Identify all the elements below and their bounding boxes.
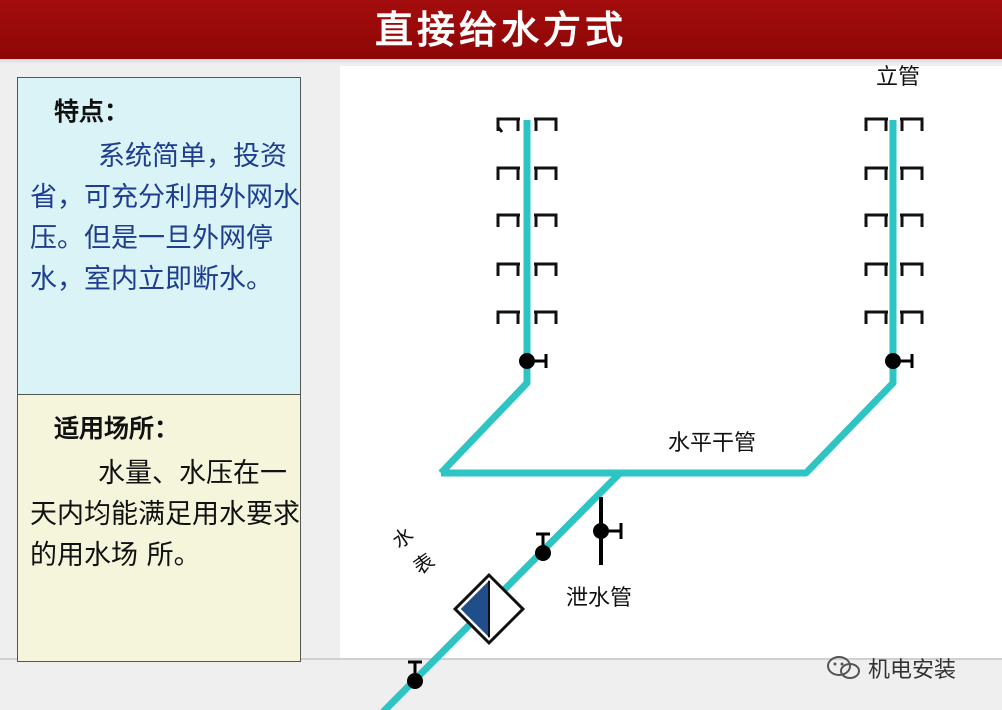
horizontal-main-pipe	[441, 120, 897, 477]
drain-valve	[593, 497, 623, 565]
water-meter-icon	[452, 572, 526, 646]
left-riser-pipe	[438, 120, 531, 476]
applicable-text: 水量、水压在一天内均能满足用水要求的用水场 所。	[30, 458, 300, 571]
footer-divider	[0, 658, 1002, 660]
left-riser-fixtures	[496, 117, 558, 324]
horizontal-main-label: 水平干管	[668, 431, 757, 456]
wechat-icon	[827, 656, 860, 679]
features-panel: 特点： 系统简单，投资省，可充分利用外网水压。但是一旦外网停水，室内立即断水。	[17, 77, 301, 395]
page-title: 直接给水方式	[374, 7, 627, 52]
right-riser-fixtures	[864, 117, 924, 324]
applicable-panel: 适用场所： 水量、水压在一天内均能满足用水要求的用水场 所。	[17, 395, 301, 662]
inlet-valve-lower	[407, 660, 423, 689]
features-text: 系统简单，投资省，可充分利用外网水压。但是一旦外网停水，室内立即断水。	[30, 141, 300, 295]
applicable-heading: 适用场所：	[54, 414, 180, 443]
features-heading: 特点：	[54, 97, 130, 126]
drain-pipe-label: 泄水管	[566, 586, 633, 611]
watermark-text: 机电安装	[868, 658, 957, 683]
inlet-valve-upper	[535, 532, 551, 561]
riser-label: 立管	[876, 65, 921, 90]
title-bar: 直接给水方式	[0, 0, 1002, 59]
watermark: 机电安装	[826, 652, 956, 684]
title-shadow	[0, 59, 1002, 64]
riser-valve-right	[885, 353, 914, 369]
riser-valve-left	[519, 353, 548, 369]
